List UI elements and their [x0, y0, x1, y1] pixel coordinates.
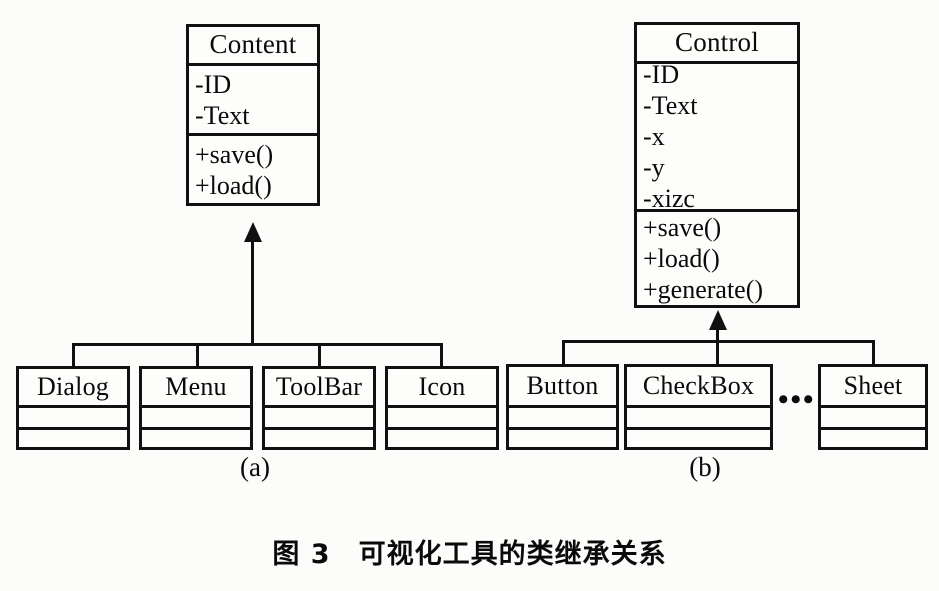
class-methods-sheet	[821, 427, 925, 447]
class-methods-checkbox	[627, 427, 770, 447]
class-methods-button	[509, 427, 616, 447]
figure-caption: 图 3 可视化工具的类继承关系	[272, 539, 667, 570]
attribute-item: -x	[643, 122, 665, 151]
generalization-drop-checkbox	[716, 340, 719, 365]
class-attributes-toolbar	[265, 405, 373, 427]
class-name-dialog: Dialog	[37, 371, 109, 401]
class-methods-menu	[142, 427, 250, 447]
subfigure-label-a: (a)	[240, 452, 270, 482]
class-attributes-control: -ID -Text -x -y -xizc	[637, 61, 797, 209]
inheritance-stem-a	[251, 240, 254, 344]
class-box-content[interactable]: Content -ID -Text +save() +load()	[186, 24, 320, 206]
generalization-drop-menu	[196, 343, 199, 367]
class-attributes-button	[509, 405, 616, 427]
inheritance-arrowhead-a	[244, 222, 262, 242]
class-name-checkbox: CheckBox	[642, 370, 755, 400]
attribute-item: -ID	[643, 61, 680, 89]
class-attributes-content: -ID -Text	[189, 63, 317, 133]
ellipsis-more-classes: •••	[778, 383, 816, 416]
class-box-icon[interactable]: Icon	[385, 366, 499, 450]
method-item: +load()	[643, 244, 720, 273]
class-box-dialog[interactable]: Dialog	[16, 366, 130, 450]
class-methods-dialog	[19, 427, 127, 447]
class-attributes-icon	[388, 405, 496, 427]
generalization-bus-a	[72, 343, 443, 346]
class-box-control[interactable]: Control -ID -Text -x -y -xizc +save() +l…	[634, 22, 800, 308]
method-item: +generate()	[643, 275, 764, 304]
class-methods-icon	[388, 427, 496, 447]
attribute-item: -ID	[195, 69, 232, 99]
class-box-checkbox[interactable]: CheckBox	[624, 364, 773, 450]
class-methods-toolbar	[265, 427, 373, 447]
method-item: +load()	[195, 170, 272, 200]
class-name-icon: Icon	[418, 371, 466, 401]
attribute-item: -xizc	[643, 184, 695, 209]
generalization-drop-dialog	[72, 343, 75, 367]
class-box-menu[interactable]: Menu	[139, 366, 253, 450]
method-item: +save()	[643, 213, 722, 242]
class-attributes-dialog	[19, 405, 127, 427]
class-name-toolbar: ToolBar	[275, 371, 363, 401]
class-attributes-menu	[142, 405, 250, 427]
class-box-button[interactable]: Button	[506, 364, 619, 450]
class-name-content: Content	[209, 29, 297, 59]
class-box-toolbar[interactable]: ToolBar	[262, 366, 376, 450]
class-name-button: Button	[526, 370, 599, 400]
class-attributes-checkbox	[627, 405, 770, 427]
class-attributes-sheet	[821, 405, 925, 427]
attribute-item: -y	[643, 153, 665, 182]
generalization-drop-sheet	[872, 340, 875, 365]
subfigure-label-b: (b)	[689, 452, 721, 482]
class-box-sheet[interactable]: Sheet	[818, 364, 928, 450]
generalization-drop-toolbar	[318, 343, 321, 367]
class-methods-control: +save() +load() +generate()	[637, 209, 797, 305]
attribute-item: -Text	[195, 100, 250, 130]
inheritance-stem-b	[716, 328, 719, 342]
class-name-menu: Menu	[165, 371, 227, 401]
attribute-item: -Text	[643, 91, 698, 120]
class-name-sheet: Sheet	[843, 370, 903, 400]
generalization-drop-button	[562, 340, 565, 365]
generalization-drop-icon	[440, 343, 443, 367]
class-name-control: Control	[675, 27, 759, 57]
method-item: +save()	[195, 139, 274, 169]
inheritance-arrowhead-b	[709, 310, 727, 330]
class-methods-content: +save() +load()	[189, 133, 317, 203]
